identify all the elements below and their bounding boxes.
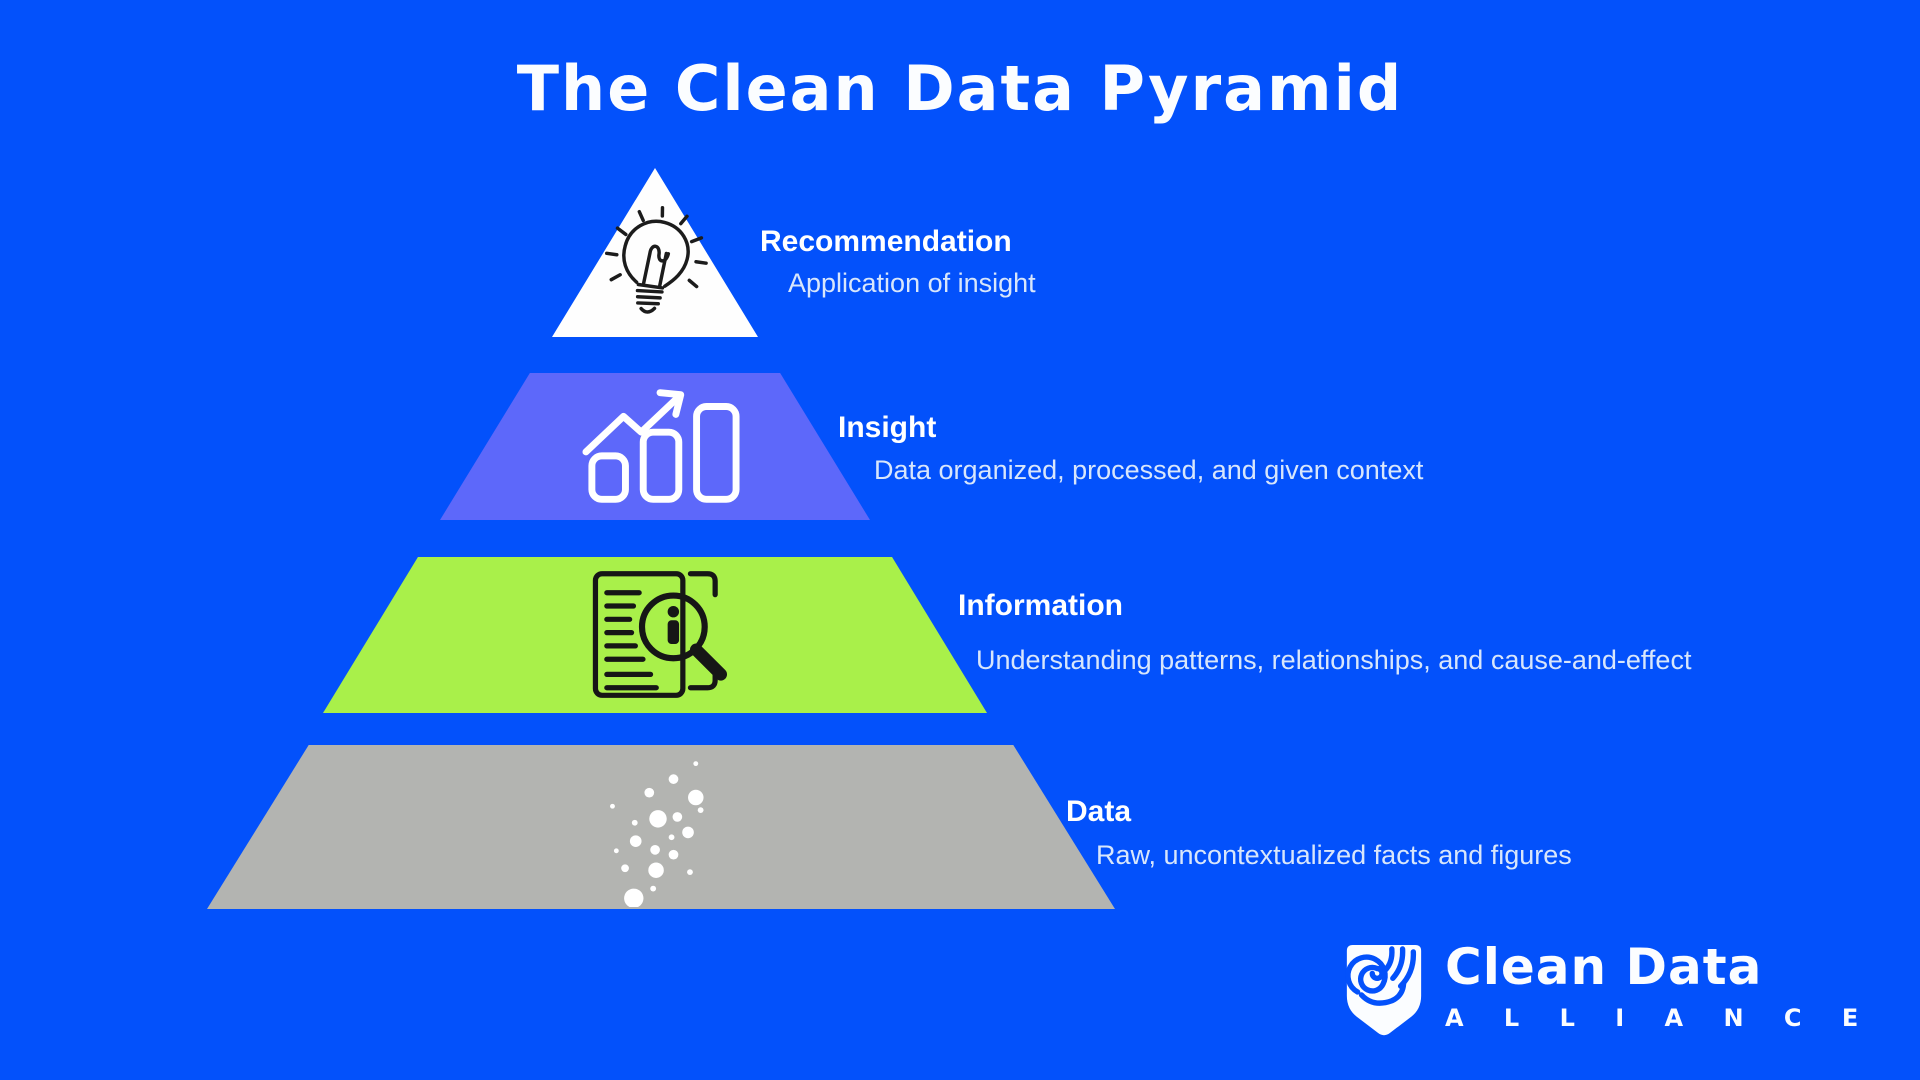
bar-chart-growth-icon (582, 389, 740, 503)
tier-description: Data organized, processed, and given con… (874, 455, 1424, 485)
tier-label: Data (1066, 795, 1132, 828)
tier-description: Application of insight (788, 268, 1036, 298)
logo-sub-brand: A L L I A N C E (1445, 1004, 1875, 1032)
brand-logo: Clean Data A L L I A N C E (1341, 938, 1874, 1042)
tier-label: Information (958, 589, 1123, 622)
tier-label: Insight (838, 411, 937, 444)
scattered-dots-icon (610, 761, 704, 907)
tier-description: Understanding patterns, relationships, a… (976, 645, 1692, 675)
logo-text: Clean Data A L L I A N C E (1445, 938, 1874, 1032)
fingerprint-shield-icon (1345, 945, 1422, 1036)
tier-text-information: Information Understanding patterns, rela… (958, 588, 1691, 676)
tier-text-recommendation: Recommendation Application of insight (760, 224, 1036, 299)
lightbulb-icon (604, 205, 708, 314)
tier-text-data: Data Raw, uncontextualized facts and fig… (1066, 794, 1572, 871)
logo-brand-name: Clean Data (1445, 938, 1763, 996)
tier-description: Raw, uncontextualized facts and figures (1096, 840, 1572, 870)
page-title: The Clean Data Pyramid (516, 52, 1404, 125)
document-magnifier-icon (592, 571, 728, 698)
tier-text-insight: Insight Data organized, processed, and g… (838, 410, 1423, 486)
tier-label: Recommendation (760, 225, 1012, 258)
